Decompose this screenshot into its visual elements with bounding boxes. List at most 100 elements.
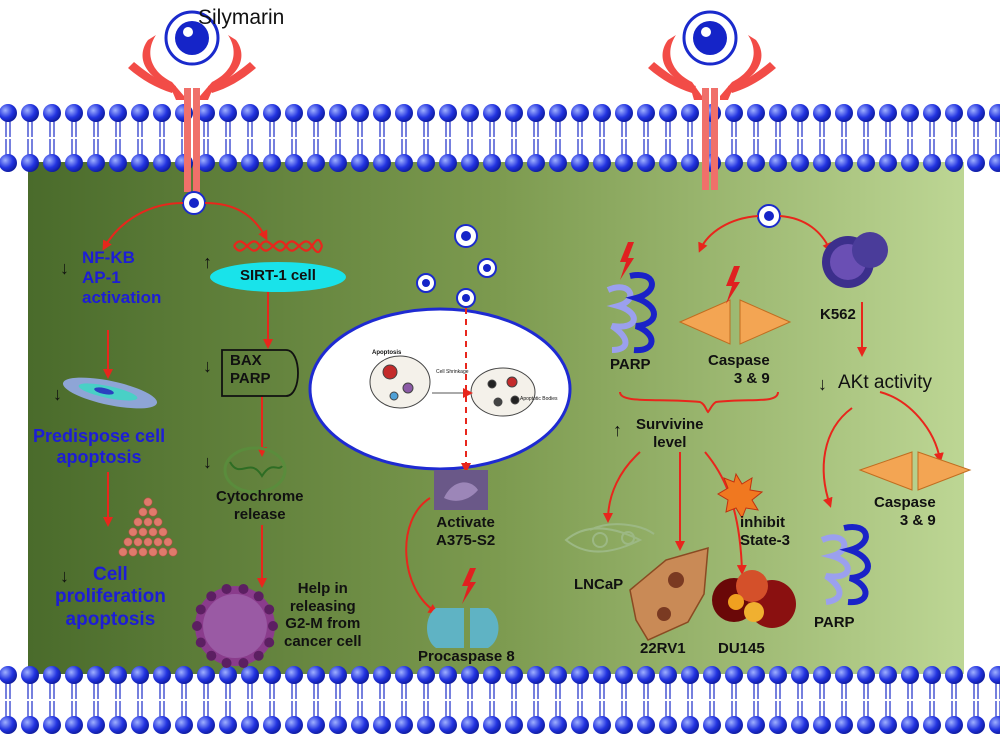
pyramid-cell <box>138 547 148 557</box>
spindle-cell-image <box>62 377 158 409</box>
pyramid-cell <box>168 547 178 557</box>
parp-protein-bottom <box>820 523 871 606</box>
pyramid-cell <box>158 547 168 557</box>
a375-cell-shape <box>444 482 478 501</box>
label-survivine: Survivine level <box>636 416 704 451</box>
caspase-top-shape <box>678 299 792 345</box>
silymarin-molecule-small <box>182 191 781 308</box>
receptor-right <box>648 35 776 190</box>
cancer-cell-bleb <box>253 650 264 661</box>
apoptosis-panel-bodies: Apoptotic Bodies <box>520 396 558 402</box>
receptor-left <box>128 35 256 192</box>
label-caspase-top: Caspase 3 & 9 <box>708 352 770 387</box>
procaspase-arrow <box>405 497 439 614</box>
brace <box>619 391 779 414</box>
22rv1-image <box>629 546 709 641</box>
cell-pyramid-image <box>118 497 178 557</box>
label-bax: BAX PARP <box>230 352 271 387</box>
bax-box <box>221 349 299 397</box>
label-g2m: Help in releasing G2-M from cancer cell <box>284 580 362 651</box>
up-arrow-survivine: ↑ <box>613 420 622 440</box>
label-proliferation: Cell proliferation apoptosis <box>55 564 166 630</box>
label-22rv1: 22RV1 <box>640 640 686 657</box>
label-predispose: Predispose cell apoptosis <box>33 426 166 468</box>
cancer-cell-bleb <box>221 583 232 594</box>
cancer-cell-bleb <box>264 637 275 648</box>
pyramid-cell <box>143 537 153 547</box>
label-du145: DU145 <box>718 640 765 657</box>
label-parp-top: PARP <box>610 356 651 373</box>
pyramid-cell <box>158 527 168 537</box>
label-sirt: SIRT-1 cell <box>240 267 316 284</box>
pyramid-cell <box>153 537 163 547</box>
label-procaspase: Procaspase 8 <box>418 648 515 665</box>
up-arrow-sirt: ↑ <box>203 252 212 272</box>
cancer-cell-image <box>192 583 278 669</box>
label-akt: AKt activity <box>838 372 932 393</box>
apoptosis-panel-title: Apoptosis <box>372 350 402 356</box>
down-arrow-cytochrome: ↓ <box>203 452 212 472</box>
parp-protein-top <box>606 271 657 354</box>
label-nfkb: NF-KB AP-1 activation <box>82 248 162 308</box>
lightning-icon <box>462 568 476 604</box>
pyramid-cell <box>123 537 133 547</box>
cancer-cell-bleb <box>206 591 217 602</box>
apoptosis-panel-shrinkage: Cell Shrinkage <box>436 369 469 375</box>
silymarin-molecule-top-right <box>682 10 738 66</box>
cancer-cell-bleb <box>195 637 206 648</box>
pyramid-cell <box>118 547 128 557</box>
pyramid-cell <box>148 507 158 517</box>
down-arrow-akt: ↓ <box>818 374 827 394</box>
cancer-cell-bleb <box>264 604 275 615</box>
cancer-cell-bleb <box>268 621 278 631</box>
silymarin-molecule-top-left <box>164 10 220 66</box>
membrane-top <box>0 103 1000 173</box>
cancer-cell-bleb <box>192 621 202 631</box>
label-lncap: LNCaP <box>574 576 624 593</box>
lightning-icon-caspase <box>726 266 740 304</box>
pyramid-cell <box>128 527 138 537</box>
k562-cells-image <box>822 232 888 288</box>
pyramid-cell <box>138 527 148 537</box>
du145-image <box>712 570 796 628</box>
cancer-cell-bleb <box>238 658 249 669</box>
left-pathway-arrows <box>102 202 273 588</box>
lightning-icon-parp <box>620 242 634 280</box>
pyramid-cell <box>128 547 138 557</box>
membrane-bottom <box>0 665 1000 735</box>
cancer-cell-bleb <box>206 650 217 661</box>
inhibit-burst-icon <box>717 472 764 520</box>
pyramid-cell <box>148 547 158 557</box>
label-activate: Activate A375-S2 <box>436 514 496 549</box>
cancer-cell-bleb <box>253 591 264 602</box>
label-cytochrome: Cytochrome release <box>216 488 304 523</box>
pyramid-cell <box>133 517 143 527</box>
dna-helix <box>233 238 324 254</box>
title-silymarin: Silymarin <box>198 6 285 29</box>
cancer-cell-bleb <box>195 604 206 615</box>
pyramid-cell <box>153 517 163 527</box>
pyramid-cell <box>148 527 158 537</box>
sirt-ellipse <box>210 262 346 292</box>
label-inhibit: inhibit State-3 <box>740 514 791 549</box>
down-arrow-bax: ↓ <box>203 356 212 376</box>
mitochondria-image <box>223 446 287 494</box>
down-arrow-nfkb: ↓ <box>60 258 69 278</box>
pyramid-cell <box>143 517 153 527</box>
down-arrow-predispose: ↓ <box>53 384 62 404</box>
pyramid-cell <box>133 537 143 547</box>
procaspase-shape <box>427 608 499 648</box>
label-parp-bottom: PARP <box>814 614 855 631</box>
pyramid-cell <box>138 507 148 517</box>
cancer-cell-bleb <box>221 658 232 669</box>
label-k562: K562 <box>820 306 856 323</box>
label-caspase-right: Caspase 3 & 9 <box>874 494 936 529</box>
pyramid-cell <box>163 537 173 547</box>
apoptosis-panel <box>308 307 572 471</box>
pyramid-cell <box>143 497 153 507</box>
caspase-right-shape <box>858 451 972 491</box>
cancer-cell-bleb <box>238 583 249 594</box>
lncap-image <box>564 523 655 553</box>
down-arrow-proliferation: ↓ <box>60 566 69 586</box>
